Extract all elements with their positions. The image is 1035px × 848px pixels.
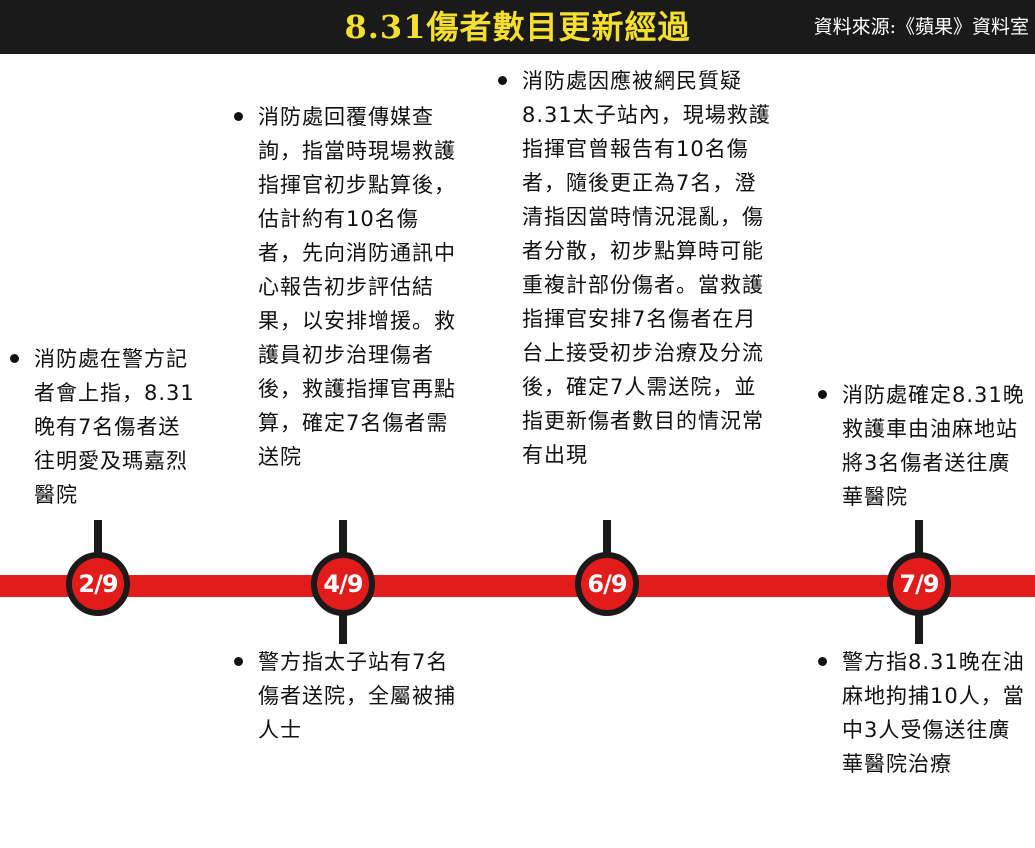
event-text: 消防處因應被網民質疑8.31太子站內，現場救護指揮官曾報告有10名傷者，隨後更正… xyxy=(522,69,771,467)
event-note-below: 警方指8.31晚在油麻地拘捕10人，當中3人受傷送往廣華醫院治療 xyxy=(818,645,1028,781)
date-marker-6-9: 6/9 xyxy=(575,552,639,616)
event-text: 警方指8.31晚在油麻地拘捕10人，當中3人受傷送往廣華醫院治療 xyxy=(842,650,1025,776)
date-label: 7/9 xyxy=(899,570,939,598)
timeline-connector xyxy=(915,610,923,644)
bullet-icon xyxy=(818,390,827,399)
date-marker-2-9: 2/9 xyxy=(66,552,130,616)
bullet-icon xyxy=(234,112,243,121)
event-note-above: 消防處確定8.31晚救護車由油麻地站將3名傷者送往廣華醫院 xyxy=(818,378,1028,514)
date-label: 4/9 xyxy=(323,570,363,598)
event-text: 消防處回覆傳媒查詢，指當時現場救護指揮官初步點算後，估計約有10名傷者，先向消防… xyxy=(258,105,456,469)
event-text: 消防處確定8.31晚救護車由油麻地站將3名傷者送往廣華醫院 xyxy=(842,383,1025,509)
bullet-icon xyxy=(10,354,19,363)
event-text: 消防處在警方記者會上指，8.31晚有7名傷者送往明愛及瑪嘉烈醫院 xyxy=(34,347,195,507)
timeline-connector xyxy=(915,520,923,556)
timeline-connector xyxy=(603,520,611,556)
event-note-above: 消防處因應被網民質疑8.31太子站內，現場救護指揮官曾報告有10名傷者，隨後更正… xyxy=(498,64,776,472)
event-note-above: 消防處在警方記者會上指，8.31晚有7名傷者送往明愛及瑪嘉烈醫院 xyxy=(10,342,196,512)
timeline-connector xyxy=(339,610,347,644)
timeline-connector xyxy=(339,520,347,556)
bullet-icon xyxy=(818,657,827,666)
header-bar: 8.31傷者數目更新經過 資料來源:《蘋果》資料室 xyxy=(0,0,1035,54)
bullet-icon xyxy=(498,76,507,85)
date-marker-4-9: 4/9 xyxy=(311,552,375,616)
page-title: 8.31傷者數目更新經過 xyxy=(344,8,691,46)
event-note-below: 警方指太子站有7名傷者送院，全屬被捕人士 xyxy=(234,645,456,747)
date-label: 6/9 xyxy=(587,570,627,598)
bullet-icon xyxy=(234,657,243,666)
event-text: 警方指太子站有7名傷者送院，全屬被捕人士 xyxy=(258,650,456,742)
timeline-line xyxy=(0,575,1035,597)
timeline-connector xyxy=(94,520,102,556)
source-credit: 資料來源:《蘋果》資料室 xyxy=(813,16,1029,38)
date-label: 2/9 xyxy=(78,570,118,598)
date-marker-7-9: 7/9 xyxy=(887,552,951,616)
event-note-above: 消防處回覆傳媒查詢，指當時現場救護指揮官初步點算後，估計約有10名傷者，先向消防… xyxy=(234,100,456,474)
